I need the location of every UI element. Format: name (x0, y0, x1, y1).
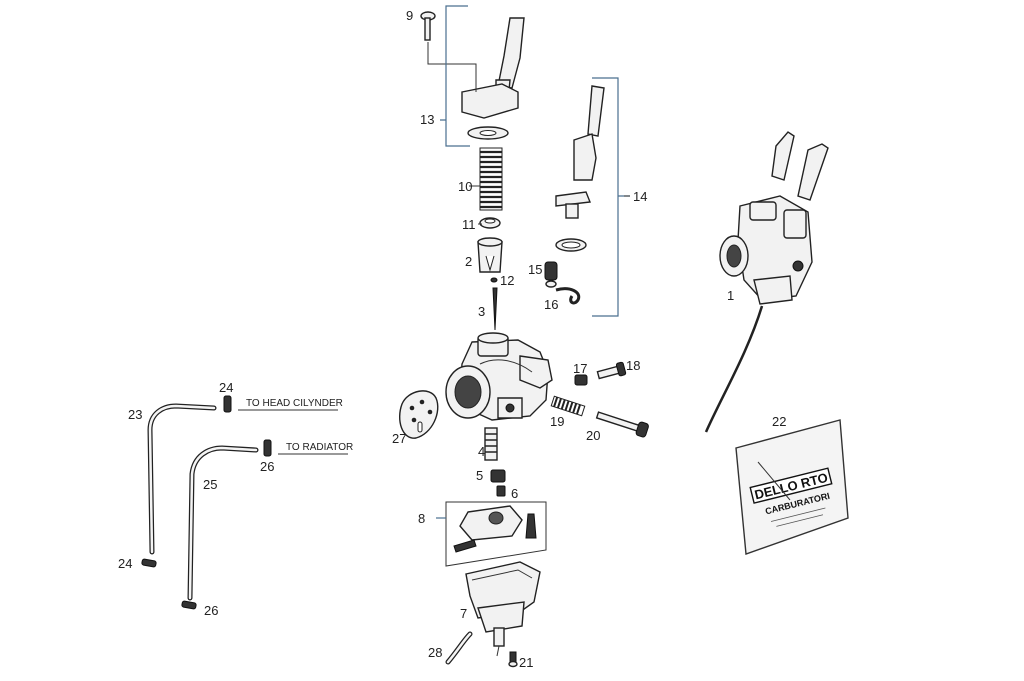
assembled-carburetor (719, 131, 829, 305)
callout-22: 22 (772, 414, 786, 429)
choke-cable-housing (555, 85, 605, 252)
screw-20 (595, 411, 649, 438)
screw-18 (596, 361, 627, 380)
tube-28 (445, 631, 473, 665)
callout-17: 17 (573, 361, 587, 376)
callout-20: 20 (586, 428, 600, 443)
bracket-13 (440, 5, 470, 147)
fitting-24-bottom (141, 558, 157, 568)
callout-23: 23 (128, 407, 142, 422)
assembled-drain-tube (704, 305, 764, 433)
callout-15: 15 (528, 262, 542, 277)
note-to-radiator: TO RADIATOR (286, 442, 353, 453)
callout-19: 19 (550, 414, 564, 429)
callout-28: 28 (428, 645, 442, 660)
throttle-cable-housing (461, 17, 525, 140)
retainer-11 (479, 217, 501, 229)
callout-26-bottom: 26 (204, 603, 218, 618)
jet-6 (496, 485, 506, 497)
float-assembly-frame (445, 501, 547, 567)
callout-24-top: 24 (219, 380, 233, 395)
callout-3: 3 (478, 304, 485, 319)
callout-5: 5 (476, 468, 483, 483)
callout-11: 11 (462, 217, 476, 232)
callout-6: 6 (511, 486, 518, 501)
fitting-26-bottom (181, 600, 197, 610)
callout-1: 1 (727, 288, 734, 303)
kit-bag-22: DELLO RTO CARBURATORI (735, 419, 849, 555)
hose-23 (147, 403, 217, 555)
fitting-24-top (223, 395, 232, 413)
callout-2: 2 (465, 254, 472, 269)
choke-lever-16 (555, 287, 581, 305)
callout-24-bottom: 24 (118, 556, 132, 571)
float-bowl-7 (465, 561, 541, 657)
screw-9 (420, 11, 436, 41)
callout-8: 8 (418, 511, 425, 526)
carburetor-body (445, 332, 553, 421)
float-8 (453, 505, 537, 553)
throttle-valve-2 (477, 237, 503, 273)
callout-12: 12 (500, 273, 514, 288)
callout-16: 16 (544, 297, 558, 312)
jet-5 (490, 469, 506, 483)
note-to-head: TO HEAD CILYNDER (246, 398, 343, 409)
callout-26-top: 26 (260, 459, 274, 474)
callout-9: 9 (406, 8, 413, 23)
callout-25: 25 (203, 477, 217, 492)
spring-10 (479, 147, 503, 211)
clip-12 (490, 277, 498, 283)
callout-21: 21 (519, 655, 533, 670)
spring-19 (550, 395, 586, 417)
choke-plunger-15 (544, 261, 558, 288)
callout-4: 4 (478, 444, 485, 459)
screw-21 (508, 651, 518, 668)
screw-17 (574, 374, 588, 386)
fitting-26-top (263, 439, 272, 457)
hose-25 (187, 445, 259, 601)
callout-10: 10 (458, 179, 472, 194)
jet-holder-4 (484, 427, 498, 461)
callout-7: 7 (460, 606, 467, 621)
callout-27: 27 (392, 431, 406, 446)
callout-13: 13 (420, 112, 434, 127)
callout-18: 18 (626, 358, 640, 373)
callout-14: 14 (633, 189, 647, 204)
needle-3 (492, 287, 498, 331)
gasket-27 (398, 390, 439, 439)
